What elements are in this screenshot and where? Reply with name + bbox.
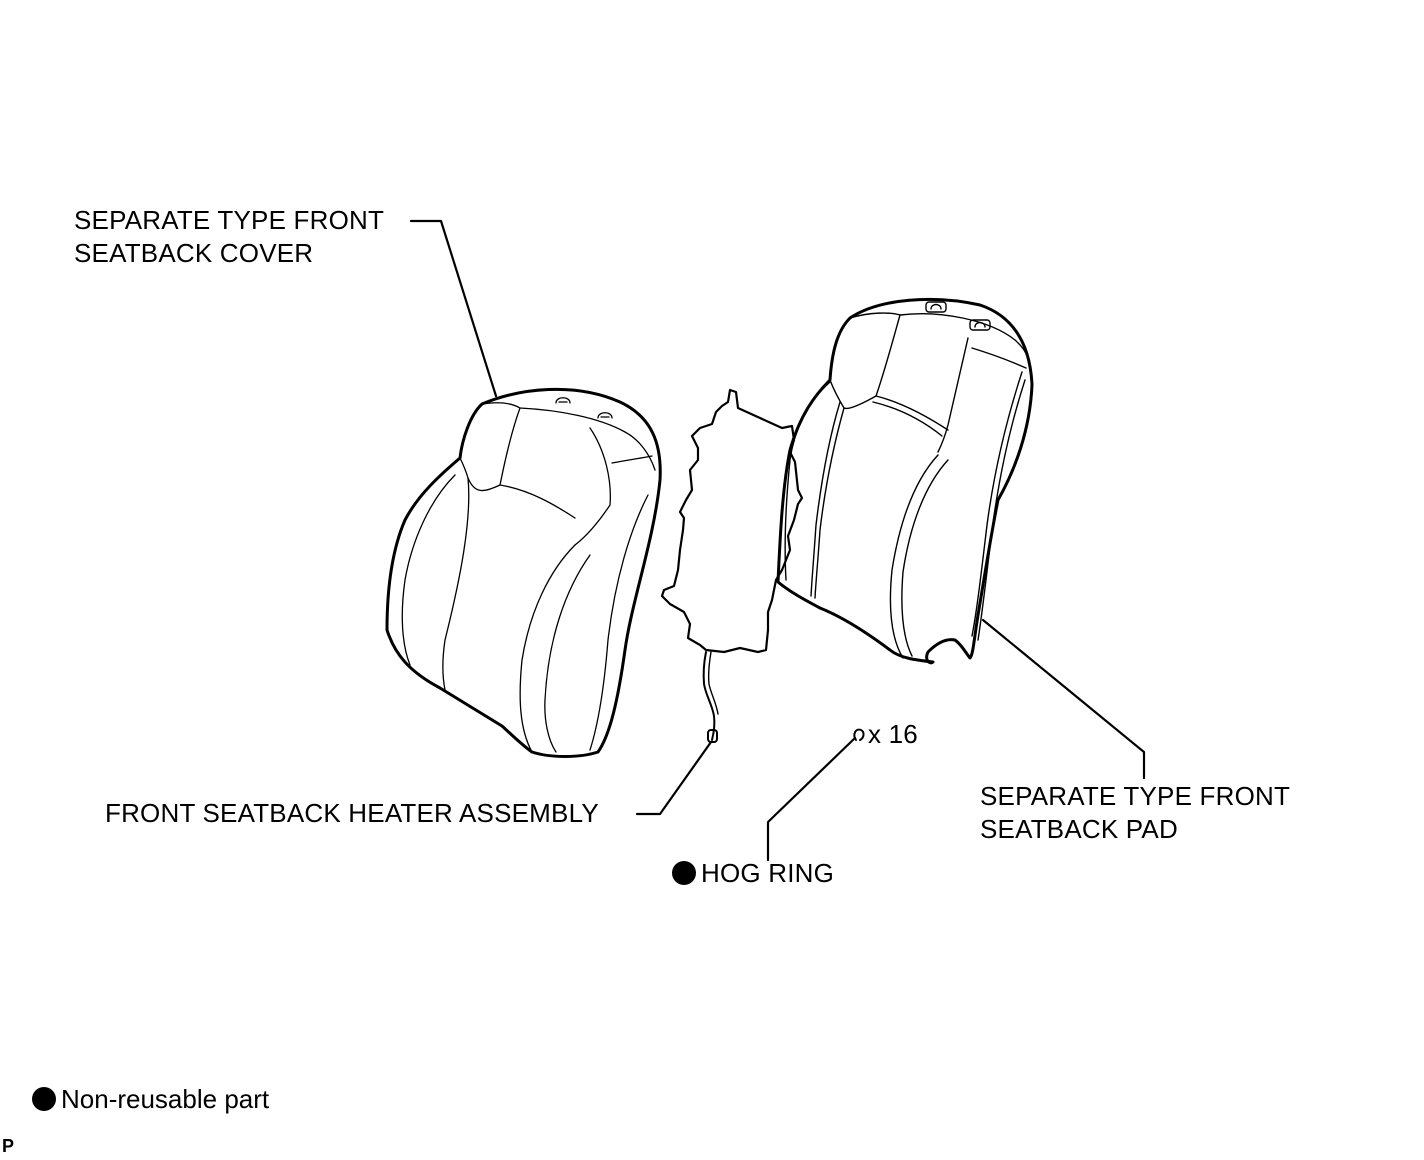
cover-right-bolster-top xyxy=(574,427,611,546)
hog-ring-quantity: x 16 xyxy=(868,719,918,749)
hog-ring-label: HOG RING xyxy=(672,857,834,890)
leader-hog-ring xyxy=(766,736,857,862)
pad-headrest-left xyxy=(829,312,901,410)
heater-wire-harness-2 xyxy=(707,651,719,715)
cover-label-line2: SEATBACK COVER xyxy=(74,238,314,268)
pad-label-line2: SEATBACK PAD xyxy=(980,814,1178,844)
heater-label: FRONT SEATBACK HEATER ASSEMBLY xyxy=(105,798,599,828)
hog-ring-icon xyxy=(853,728,865,741)
seatback-heater-drawing xyxy=(660,388,804,743)
cover-left-edge xyxy=(401,474,456,666)
heater-mat-outline xyxy=(660,388,804,654)
pad-center-seam xyxy=(875,395,949,431)
leader-cover xyxy=(409,219,498,398)
cover-right-bolster-top-inner xyxy=(611,455,653,464)
seatback-cover-outline xyxy=(385,387,662,758)
pad-right-bolster xyxy=(889,454,939,659)
pad-right-bolster-outer-2 xyxy=(971,371,1023,637)
seatback-pad-outline xyxy=(776,297,1034,665)
pad-left-bolster xyxy=(814,407,845,599)
seatback-pad-drawing xyxy=(776,297,1034,665)
seatback-cover-drawing xyxy=(385,387,662,758)
legend-dot-icon xyxy=(32,1087,56,1111)
cover-right-bolster-inner xyxy=(544,554,591,753)
cover-center-seam xyxy=(499,484,576,519)
heater-wire-harness xyxy=(702,651,716,741)
pad-center-seam-2 xyxy=(872,401,943,437)
pad-headrest-hole-left xyxy=(925,301,947,313)
leader-heater xyxy=(635,740,713,816)
cover-right-bolster xyxy=(519,544,576,753)
cover-headrest-hole-right xyxy=(597,412,613,419)
hog-ring-label-text: HOG RING xyxy=(701,858,835,888)
cover-headrest-hole-left xyxy=(555,397,571,404)
figure-code: P xyxy=(2,1136,15,1156)
cover-top-seam xyxy=(519,407,656,471)
heater-connector xyxy=(707,729,718,743)
pad-label: SEPARATE TYPE FRONT SEATBACK PAD xyxy=(980,780,1290,846)
pad-label-line1: SEPARATE TYPE FRONT xyxy=(980,781,1291,811)
pad-headrest-top xyxy=(899,313,1029,359)
legend-text: Non-reusable part xyxy=(61,1084,270,1114)
pad-right-bolster-outer xyxy=(977,379,1026,641)
leader-lines xyxy=(409,219,1146,862)
non-reusable-dot-icon xyxy=(672,861,696,885)
cover-headrest-seam xyxy=(459,402,521,492)
pad-headrest-right xyxy=(937,337,969,453)
cover-left-bolster xyxy=(442,477,470,691)
leader-pad xyxy=(981,618,1146,780)
pad-left-bolster-2 xyxy=(810,401,841,597)
cover-label: SEPARATE TYPE FRONT SEATBACK COVER xyxy=(74,204,384,270)
pad-right-bolster-2 xyxy=(901,459,949,657)
pad-left-edge xyxy=(784,381,831,581)
cover-right-bolster-outer xyxy=(589,494,649,751)
legend: Non-reusable part xyxy=(32,1083,269,1116)
pad-headrest-hole-right xyxy=(969,319,991,331)
hog-ring-drawing xyxy=(853,728,865,741)
pad-headrest-right-inner xyxy=(971,347,1027,369)
cover-label-line1: SEPARATE TYPE FRONT xyxy=(74,205,385,235)
